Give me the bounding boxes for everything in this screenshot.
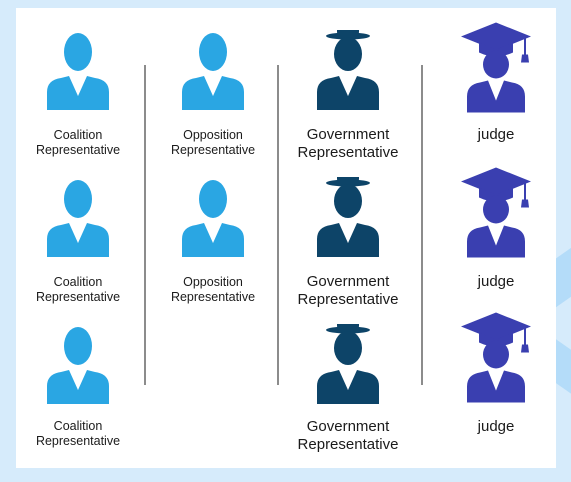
label-line-2: Representative [35, 290, 121, 305]
label-line-1: Coalition [53, 275, 103, 289]
label-line-1: Opposition [183, 128, 243, 142]
judge-label: judge [477, 126, 515, 143]
graduate-cap-person-icon [461, 312, 531, 403]
column-divider [144, 65, 146, 385]
label-line-2: Representative [170, 143, 256, 158]
label-line-1: Government [306, 126, 390, 143]
label-line-2: Representative [170, 290, 256, 305]
label-line-2: Representative [297, 291, 399, 309]
label-line-1: Opposition [183, 275, 243, 289]
person-icon [47, 180, 109, 257]
column-divider [421, 65, 423, 385]
graduate-cap-person-icon [461, 22, 531, 113]
judge-label: judge [477, 418, 515, 435]
person-icon [182, 180, 244, 257]
label-line-1: Government [306, 418, 390, 435]
person-with-hat-icon [317, 177, 379, 257]
label-line-2: Representative [297, 144, 399, 162]
label-line-1: Coalition [53, 419, 103, 433]
person-icon [47, 33, 109, 110]
label-line-1: Government [306, 273, 390, 290]
label-line-2: Representative [35, 434, 121, 449]
label-line-2: Representative [297, 436, 399, 454]
label-line-1: Coalition [53, 128, 103, 142]
person-with-hat-icon [317, 324, 379, 404]
person-icon [182, 33, 244, 110]
person-icon [47, 327, 109, 404]
label-line-2: Representative [35, 143, 121, 158]
judge-label: judge [477, 273, 515, 290]
graduate-cap-person-icon [461, 167, 531, 258]
person-with-hat-icon [317, 30, 379, 110]
column-divider [277, 65, 279, 385]
